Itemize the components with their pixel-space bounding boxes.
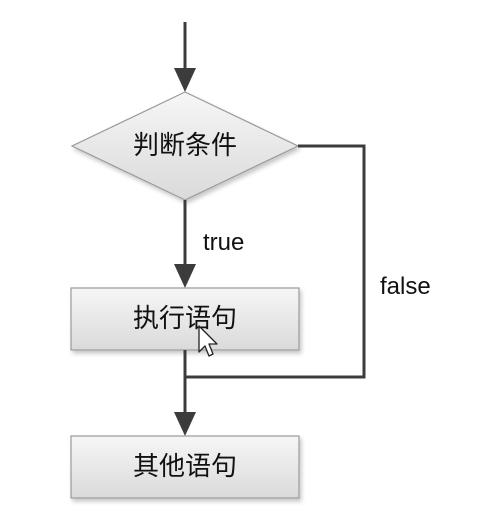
mouse-cursor-icon xyxy=(198,325,218,357)
false-branch-line xyxy=(185,144,366,379)
statement-node: 执行语句 xyxy=(70,287,300,351)
other-label: 其他语句 xyxy=(133,452,237,482)
other-node: 其他语句 xyxy=(70,435,300,499)
decision-node: 判断条件 xyxy=(70,91,300,201)
false-label: false xyxy=(380,273,431,300)
entry-arrowhead xyxy=(174,68,196,92)
statement-label: 执行语句 xyxy=(133,304,237,334)
true-label: true xyxy=(203,229,244,256)
true-branch-arrowhead xyxy=(174,264,196,288)
merge-arrowhead xyxy=(174,412,196,436)
other-box xyxy=(70,435,300,499)
statement-box xyxy=(70,287,300,351)
decision-label: 判断条件 xyxy=(133,131,237,161)
